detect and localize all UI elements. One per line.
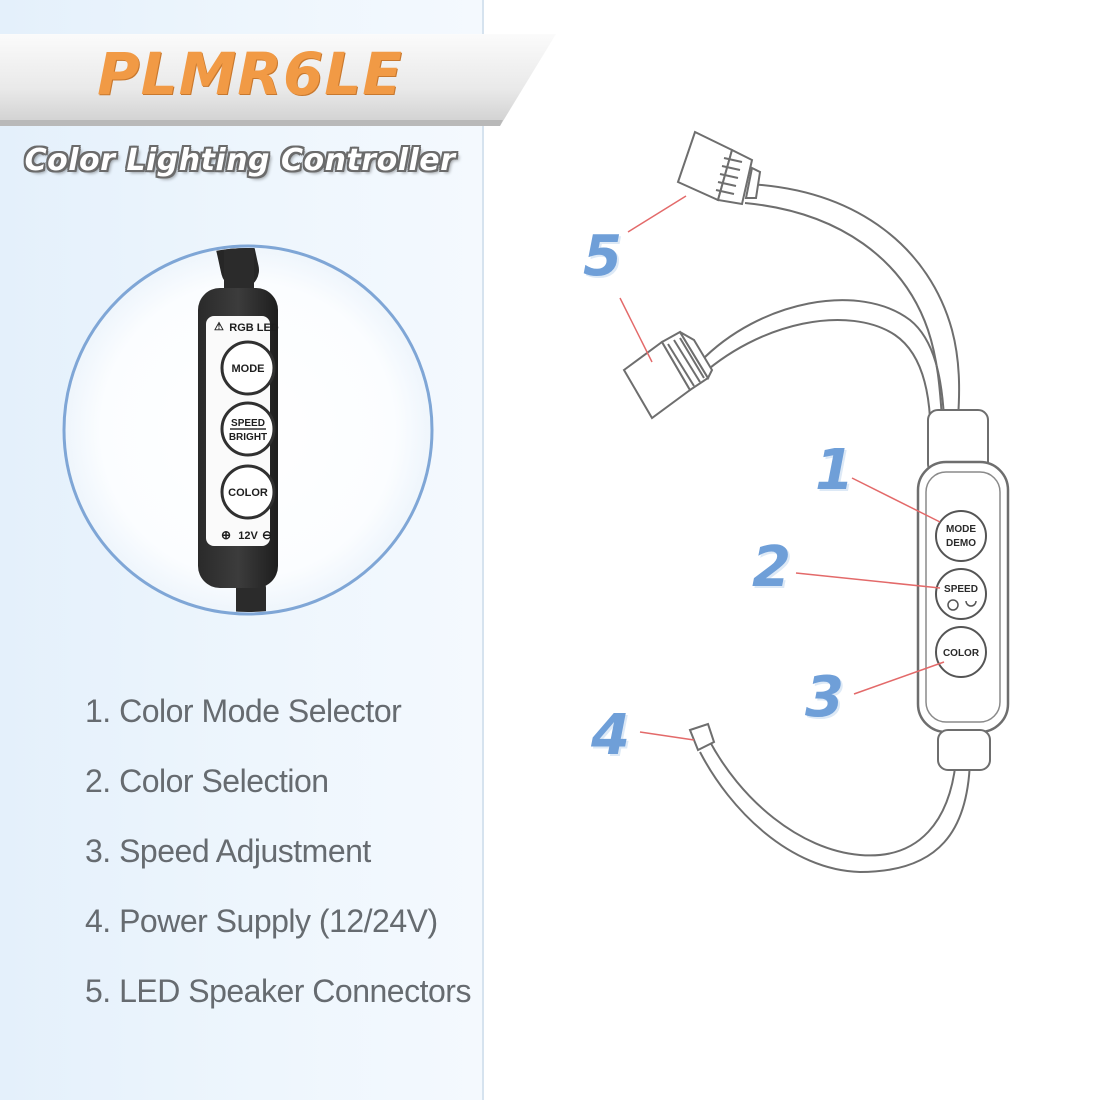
title-banner [0,34,556,126]
closeup-speed-label: SPEED [231,418,265,429]
callout-4: 4 [591,703,630,768]
power-wire-tip [688,722,716,752]
closeup-cable-bottom [236,580,266,612]
closeup-warning-icon: ⚠ [214,321,224,333]
closeup-mode-button [220,340,276,396]
controller-cables [695,183,971,874]
feature-item: 4. Power Supply (12/24V) [85,903,438,939]
leader-line-5a [627,195,687,233]
closeup-photo [62,244,434,616]
feature-item: 3. Speed Adjustment [85,833,371,869]
connector-lower [622,330,714,420]
callout-5: 5 [583,224,622,289]
leader-line-4 [639,731,695,741]
product-subtitle: Color Lighting Controller [24,143,456,178]
closeup-badge-label: RGB LED [229,322,279,334]
speed-up-icon [965,600,977,607]
closeup-cable-top [224,248,254,300]
diagram-demo-label: DEMO [946,538,976,549]
callout-1: 1 [815,438,854,503]
diagram-color-button [935,626,987,678]
closeup-color-label: COLOR [228,487,268,499]
leader-line-1 [851,477,941,523]
closeup-bright-label: BRIGHT [229,432,267,443]
diagram-color-label: COLOR [943,648,980,659]
closeup-plus-icon: ⊕ [221,528,231,542]
feature-item: 5. LED Speaker Connectors [85,973,471,1009]
closeup-mode-label: MODE [232,363,265,375]
panel-divider [482,0,484,1100]
diagram-remote: MODE DEMO SPEED COLOR [916,409,1010,771]
speed-down-icon [947,599,959,611]
feature-item: 2. Color Selection [85,763,329,799]
product-title: PLMR6LE [97,40,403,108]
leader-line-3 [853,661,945,695]
feature-list: 1. Color Mode Selector 2. Color Selectio… [85,693,471,1043]
leader-lines [619,195,945,741]
diagram-mode-label: MODE [946,524,976,535]
closeup-color-button [220,464,276,520]
feature-item: 1. Color Mode Selector [85,693,402,729]
diagram-mode-button [935,510,987,562]
diagram-speed-label: SPEED [944,584,978,595]
callout-2: 2 [752,535,791,600]
leader-line-2 [795,572,941,589]
closeup-power-label: 12V [238,530,258,542]
connector-upper [676,130,762,206]
callout-3: 3 [805,665,844,730]
closeup-minus-icon: ⊖ [262,528,272,542]
leader-line-5b [619,297,653,363]
